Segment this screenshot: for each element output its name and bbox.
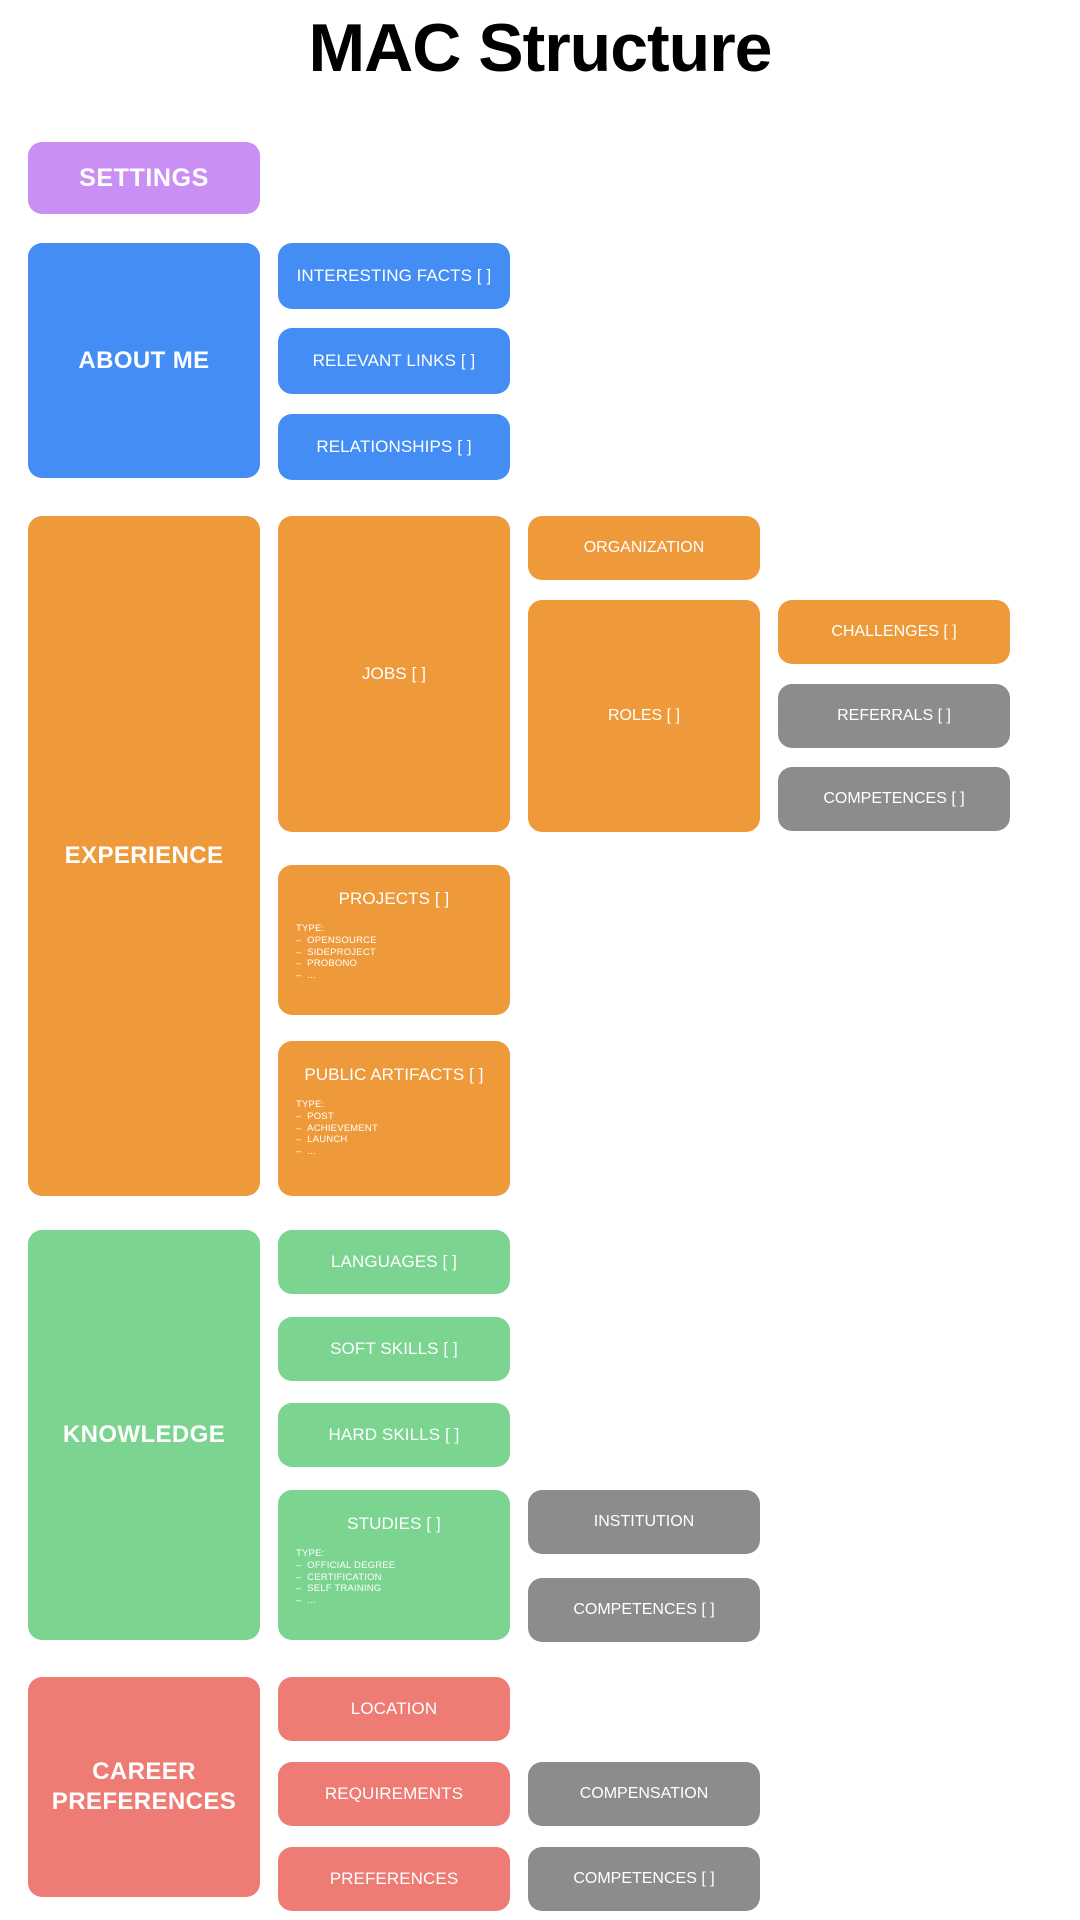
experience-competences-box[interactable]: COMPETENCES [ ]: [778, 767, 1010, 831]
settings-box[interactable]: SETTINGS: [28, 142, 260, 214]
public-artifacts-type-item: LAUNCH: [296, 1134, 510, 1146]
career-competences-label: COMPETENCES [ ]: [573, 1870, 715, 1887]
studies-type-list: TYPE: OFFICIAL DEGREE CERTIFICATION SELF…: [278, 1548, 510, 1607]
career-competences-box[interactable]: COMPETENCES [ ]: [528, 1847, 760, 1911]
interesting-facts-box[interactable]: INTERESTING FACTS [ ]: [278, 243, 510, 309]
roles-label: ROLES [ ]: [607, 707, 681, 724]
knowledge-competences-label: COMPETENCES [ ]: [573, 1601, 715, 1618]
knowledge-label: KNOWLEDGE: [62, 1421, 226, 1448]
challenges-box[interactable]: CHALLENGES [ ]: [778, 600, 1010, 664]
relevant-links-label: RELEVANT LINKS [ ]: [312, 351, 476, 370]
referrals-label: REFERRALS [ ]: [837, 707, 951, 724]
relationships-label: RELATIONSHIPS [ ]: [316, 437, 472, 456]
location-label: LOCATION: [350, 1699, 438, 1718]
public-artifacts-type-item: ACHIEVEMENT: [296, 1123, 510, 1135]
public-artifacts-type-heading: TYPE:: [296, 1099, 325, 1110]
knowledge-competences-box[interactable]: COMPETENCES [ ]: [528, 1578, 760, 1642]
organization-label: ORGANIZATION: [583, 539, 705, 556]
compensation-box[interactable]: COMPENSATION: [528, 1762, 760, 1826]
studies-type-heading: TYPE:: [296, 1548, 325, 1559]
projects-type-item: ...: [296, 970, 510, 982]
projects-type-item: PROBONO: [296, 958, 510, 970]
preferences-box[interactable]: PREFERENCES: [278, 1847, 510, 1911]
experience-box[interactable]: EXPERIENCE: [28, 516, 260, 1196]
career-preferences-box[interactable]: CAREER PREFERENCES: [28, 1677, 260, 1897]
experience-competences-label: COMPETENCES [ ]: [823, 790, 965, 807]
public-artifacts-box[interactable]: PUBLIC ARTIFACTS [ ] TYPE: POST ACHIEVEM…: [278, 1041, 510, 1196]
languages-label: LANGUAGES [ ]: [330, 1252, 457, 1271]
public-artifacts-type-item: POST: [296, 1111, 510, 1123]
studies-box[interactable]: STUDIES [ ] TYPE: OFFICIAL DEGREE CERTIF…: [278, 1490, 510, 1640]
settings-label: SETTINGS: [79, 164, 209, 192]
soft-skills-label: SOFT SKILLS [ ]: [330, 1339, 458, 1358]
interesting-facts-label: INTERESTING FACTS [ ]: [296, 266, 492, 285]
languages-box[interactable]: LANGUAGES [ ]: [278, 1230, 510, 1294]
studies-type-item: OFFICIAL DEGREE: [296, 1560, 510, 1572]
studies-type-item: CERTIFICATION: [296, 1572, 510, 1584]
soft-skills-box[interactable]: SOFT SKILLS [ ]: [278, 1317, 510, 1381]
relevant-links-box[interactable]: RELEVANT LINKS [ ]: [278, 328, 510, 394]
requirements-label: REQUIREMENTS: [324, 1784, 464, 1803]
projects-box[interactable]: PROJECTS [ ] TYPE: OPENSOURCE SIDEPROJEC…: [278, 865, 510, 1015]
preferences-label: PREFERENCES: [329, 1869, 459, 1888]
page-title: MAC Structure: [308, 10, 772, 86]
institution-box[interactable]: INSTITUTION: [528, 1490, 760, 1554]
projects-label: PROJECTS [ ]: [338, 889, 450, 908]
roles-box[interactable]: ROLES [ ]: [528, 600, 760, 832]
challenges-label: CHALLENGES [ ]: [831, 623, 957, 640]
organization-box[interactable]: ORGANIZATION: [528, 516, 760, 580]
studies-type-item: SELF TRAINING: [296, 1583, 510, 1595]
projects-type-heading: TYPE:: [296, 923, 325, 934]
projects-type-item: SIDEPROJECT: [296, 947, 510, 959]
referrals-box[interactable]: REFERRALS [ ]: [778, 684, 1010, 748]
location-box[interactable]: LOCATION: [278, 1677, 510, 1741]
jobs-box[interactable]: JOBS [ ]: [278, 516, 510, 832]
hard-skills-box[interactable]: HARD SKILLS [ ]: [278, 1403, 510, 1467]
career-preferences-label-line2: PREFERENCES: [51, 1788, 237, 1815]
about-me-label: ABOUT ME: [78, 346, 210, 374]
public-artifacts-type-list: TYPE: POST ACHIEVEMENT LAUNCH ...: [278, 1099, 510, 1158]
public-artifacts-type-item: ...: [296, 1146, 510, 1158]
institution-label: INSTITUTION: [593, 1513, 695, 1530]
compensation-label: COMPENSATION: [579, 1785, 709, 1802]
studies-type-item: ...: [296, 1595, 510, 1607]
hard-skills-label: HARD SKILLS [ ]: [328, 1425, 460, 1444]
projects-type-item: OPENSOURCE: [296, 935, 510, 947]
knowledge-box[interactable]: KNOWLEDGE: [28, 1230, 260, 1640]
career-preferences-label-line1: CAREER: [92, 1758, 196, 1785]
projects-type-list: TYPE: OPENSOURCE SIDEPROJECT PROBONO ...: [278, 923, 510, 982]
jobs-label: JOBS [ ]: [361, 664, 427, 683]
experience-label: EXPERIENCE: [64, 842, 224, 869]
studies-label: STUDIES [ ]: [347, 1514, 441, 1533]
relationships-box[interactable]: RELATIONSHIPS [ ]: [278, 414, 510, 480]
public-artifacts-label: PUBLIC ARTIFACTS [ ]: [304, 1065, 484, 1084]
about-me-box[interactable]: ABOUT ME: [28, 243, 260, 478]
requirements-box[interactable]: REQUIREMENTS: [278, 1762, 510, 1826]
